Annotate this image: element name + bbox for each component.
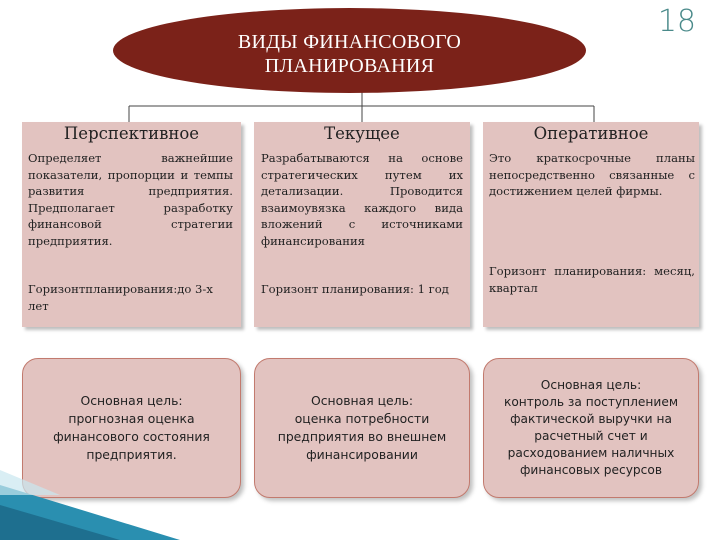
goal-box-current: Основная цель: оценка потребности предпр… bbox=[254, 358, 470, 498]
goal-text-operational: контроль за поступлением фактической выр… bbox=[503, 395, 679, 477]
column-strategic: Перспективное bbox=[22, 122, 241, 327]
corner-accent-shape bbox=[0, 470, 180, 540]
slide-title-line-2: ПЛАНИРОВАНИЯ bbox=[264, 55, 435, 77]
column-current: Текущее bbox=[254, 122, 470, 327]
description-strategic: Определяет важнейшие показатели, пропорц… bbox=[28, 151, 233, 248]
goal-box-operational: Основная цель: контроль за поступлением … bbox=[483, 358, 699, 498]
column-title-operational: Оперативное bbox=[533, 124, 649, 143]
description-current: Разрабатываются на основе стратегических… bbox=[261, 151, 463, 248]
horizon-current: Горизонт планирования: 1 год bbox=[261, 282, 449, 296]
goal-text-strategic: прогнозная оценка финансового состояния … bbox=[53, 411, 210, 462]
horizon-operational: Горизонт планирования: месяц, квартал bbox=[489, 264, 695, 295]
slide-title: ВИДЫ ФИНАНСОВОГО ПЛАНИРОВАНИЯ bbox=[113, 24, 586, 84]
column-title-current: Текущее bbox=[324, 124, 400, 143]
goal-heading-current: Основная цель: bbox=[310, 393, 414, 408]
goal-text-current: оценка потребности предприятия во внешне… bbox=[277, 411, 447, 462]
column-operational: Оперативное bbox=[483, 122, 699, 327]
goal-box-strategic: Основная цель: прогнозная оценка финансо… bbox=[22, 358, 241, 498]
goal-heading-strategic: Основная цель: bbox=[80, 393, 183, 408]
slide-number: 18 bbox=[657, 4, 696, 39]
horizon-strategic: Горизонтпланирования:до 3-х лет bbox=[28, 282, 213, 313]
title-ellipse bbox=[113, 8, 586, 93]
goal-heading-operational: Основная цель: bbox=[540, 378, 642, 392]
column-title-strategic: Перспективное bbox=[63, 124, 200, 143]
slide-title-line-1: ВИДЫ ФИНАНСОВОГО bbox=[237, 31, 462, 53]
description-operational: Это краткосрочные планы непосредственно … bbox=[489, 151, 695, 199]
